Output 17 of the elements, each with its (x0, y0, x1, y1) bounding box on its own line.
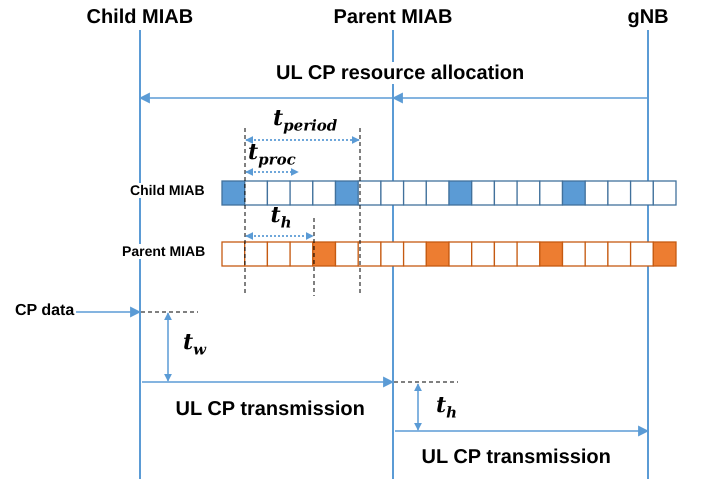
math-label: t$_{period}$ (273, 106, 338, 134)
math-label: t$_{proc}$ (248, 140, 296, 168)
arrow (138, 92, 393, 104)
arrow (395, 426, 650, 436)
row-label: Parent MIAB (122, 244, 206, 260)
participant-label: Child MIAB (86, 6, 194, 28)
arrow (392, 92, 648, 104)
math-label: t$_{h}$ (436, 393, 458, 421)
arrow (76, 306, 142, 318)
participant-label: gNB (628, 6, 668, 28)
participant-label: Parent MIAB (334, 6, 452, 28)
math-label: t$_{w}$ (183, 330, 206, 358)
row-label: Child MIAB (130, 183, 205, 198)
arrow (142, 376, 394, 388)
message-label: CP data (15, 302, 74, 320)
math-label: t$_{h}$ (270, 203, 292, 231)
edge-label: UL CP resource allocation (276, 62, 524, 84)
